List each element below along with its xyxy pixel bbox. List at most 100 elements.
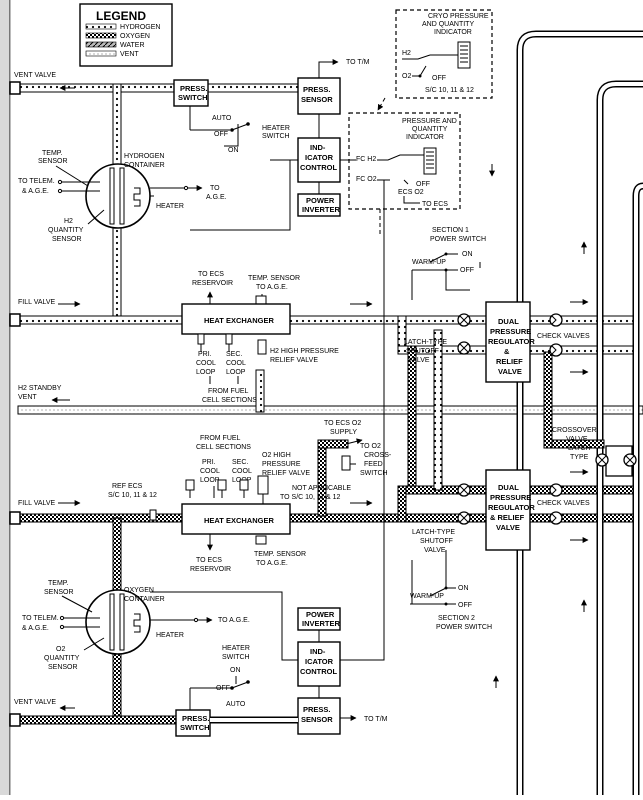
ref-ecs-l2: S/C 10, 11 & 12 (108, 492, 157, 499)
from-fc-top-l2: CELL SECTIONS (202, 397, 257, 404)
temp-sensor-o2-l1: TEMP. (48, 580, 69, 587)
crossover-l4: TYPE (570, 454, 589, 461)
cryo-off: OFF (432, 75, 446, 82)
dual-bottom-l2: PRESSURE (490, 493, 531, 502)
latch-bottom-l3: VALVE (424, 547, 446, 554)
latch-valve-top (457, 313, 471, 355)
press-switch-top (173, 79, 209, 107)
legend-hydrogen: HYDROGEN (120, 24, 160, 31)
h2-qty-l2: QUANTITY (48, 227, 84, 234)
heater-h2: HEATER (156, 203, 184, 210)
o2-high-l2: PRESSURE (262, 461, 301, 468)
to-ecs-o2-l1: TO ECS O2 (324, 420, 361, 427)
pq-fc-o2: FC O2 (356, 176, 377, 183)
cryo-o2: O2 (402, 73, 411, 80)
legend-title: LEGEND (96, 9, 146, 23)
to-ecs-res-bottom-l1: TO ECS (196, 557, 222, 564)
dual-top-l1: DUAL (498, 317, 519, 326)
power-inv-top-l2: INVERTER (302, 205, 341, 214)
temp-sensor-h2-l2: SENSOR (38, 158, 68, 165)
heater-o2: HEATER (156, 632, 184, 639)
h2-high-press-l1: H2 HIGH PRESSURE (270, 348, 339, 355)
to-ecs-res-top-l1: TO ECS (198, 271, 224, 278)
to-ecs-res-top-l2: RESERVOIR (192, 280, 233, 287)
vent-valve-top-label: VENT VALVE (14, 72, 56, 79)
to-age-top-l2: A.G.E. (206, 194, 227, 201)
to-telem-bottom-l2: & A.G.E. (22, 625, 49, 632)
dual-top-l4: & (504, 347, 510, 356)
pq-indicator: PRESSURE AND QUANTITY INDICATOR FC H2 FC… (348, 112, 461, 210)
oxygen-container (85, 589, 151, 655)
crossover-l3: LATCH- (568, 445, 593, 452)
section2-l2: POWER SWITCH (436, 624, 492, 631)
warm-up-top: WARM-UP (412, 259, 446, 266)
to-ecs-res-bottom-l2: RESERVOIR (190, 566, 231, 573)
power-inv-bottom-l2: INVERTER (302, 619, 341, 628)
section1-l2: POWER SWITCH (430, 236, 486, 243)
power-inv-bottom-l1: POWER (306, 610, 335, 619)
auto-bottom: AUTO (226, 701, 246, 708)
on-s2: ON (458, 585, 469, 592)
pq-title-2: QUANTITY (412, 126, 448, 133)
vent-valve-bottom: VENT VALVE (14, 699, 56, 706)
on-s1: ON (462, 251, 473, 258)
cryo-arrow (377, 97, 386, 111)
ind-ctrl-bottom-l3: CONTROL (300, 667, 337, 676)
to-age-bottom: TO A.G.E. (218, 617, 250, 624)
heat-exchanger-top-label: HEAT EXCHANGER (204, 316, 274, 325)
ref-ecs-l1: REF ECS (112, 483, 143, 490)
press-switch-bottom-l1: PRESS. (182, 714, 210, 723)
to-tm-top: TO T/M (346, 59, 370, 66)
to-telem-top-l1: TO TELEM. (18, 178, 55, 185)
pri-cool-top-l2: COOL (196, 360, 216, 367)
pri-cool-top-l3: LOOP (196, 369, 216, 376)
latch-valve-bottom (457, 483, 471, 525)
h2-qty-l1: H2 (64, 218, 73, 225)
cryo-title-3: INDICATOR (434, 29, 472, 36)
legend-oxygen: OXYGEN (120, 33, 150, 40)
press-switch-bottom-l2: SWITCH (180, 723, 210, 732)
ind-ctrl-bottom-l1: IND- (310, 647, 326, 656)
pq-off: OFF (416, 181, 430, 188)
sec-cool-bottom-l2: COOL (232, 468, 252, 475)
to-tm-bottom: TO T/M (364, 716, 388, 723)
latch-bottom-l1: LATCH-TYPE (412, 529, 455, 536)
pri-cool-bottom-l1: PRI. (202, 459, 216, 466)
heat-exchanger-top (181, 303, 291, 335)
dual-bottom-l3: REGULATOR (488, 503, 535, 512)
pq-fc-h2: FC H2 (356, 156, 376, 163)
press-sensor-top-l1: PRESS. (303, 85, 331, 94)
oxygen-container-l1: OXYGEN (124, 587, 154, 594)
heat-exchanger-bottom (181, 503, 291, 535)
pq-ecs-o2: ECS O2 (398, 189, 424, 196)
dual-regulator-top (485, 301, 531, 383)
o2-high-l1: O2 HIGH (262, 452, 291, 459)
press-sensor-bottom-l2: SENSOR (301, 715, 333, 724)
crossfeed-l3: FEED (364, 461, 383, 468)
dual-top-l2: PRESSURE (490, 327, 531, 336)
sec-cool-top-l3: LOOP (226, 369, 246, 376)
cryo-title-1: CRYO PRESSURE (428, 13, 489, 20)
pq-to-ecs: TO ECS (422, 201, 448, 208)
pq-title-3: INDICATOR (406, 134, 444, 141)
from-fc-bottom-l1: FROM FUEL (200, 435, 241, 442)
heater-switch-bottom-l2: SWITCH (222, 654, 250, 661)
warm-up-bottom: WARM-UP (410, 593, 444, 600)
not-applicable-l1: NOT APPLICABLE (292, 485, 351, 492)
legend-vent: VENT (120, 51, 139, 58)
check-valves-top (549, 313, 563, 357)
to-telem-bottom-l1: TO TELEM. (22, 615, 59, 622)
latch-top-l2: SHUTOFF (406, 348, 439, 355)
crossover-valves (595, 445, 637, 477)
cryo-h2: H2 (402, 50, 411, 57)
temp-sensor-h2-l1: TEMP. (42, 150, 63, 157)
temp-sensor-age-top-l1: TEMP. SENSOR (248, 275, 300, 282)
to-telem-top-l2: & A.G.E. (22, 188, 49, 195)
dual-top-l5: RELIEF (496, 357, 523, 366)
press-sensor-bottom-l1: PRESS. (303, 705, 331, 714)
press-switch-bottom (175, 709, 211, 737)
o2-high-l3: RELIEF VALVE (262, 470, 310, 477)
on-bottom: ON (230, 667, 241, 674)
cryo-indicator: CRYO PRESSURE AND QUANTITY INDICATOR H2 … (395, 9, 493, 99)
